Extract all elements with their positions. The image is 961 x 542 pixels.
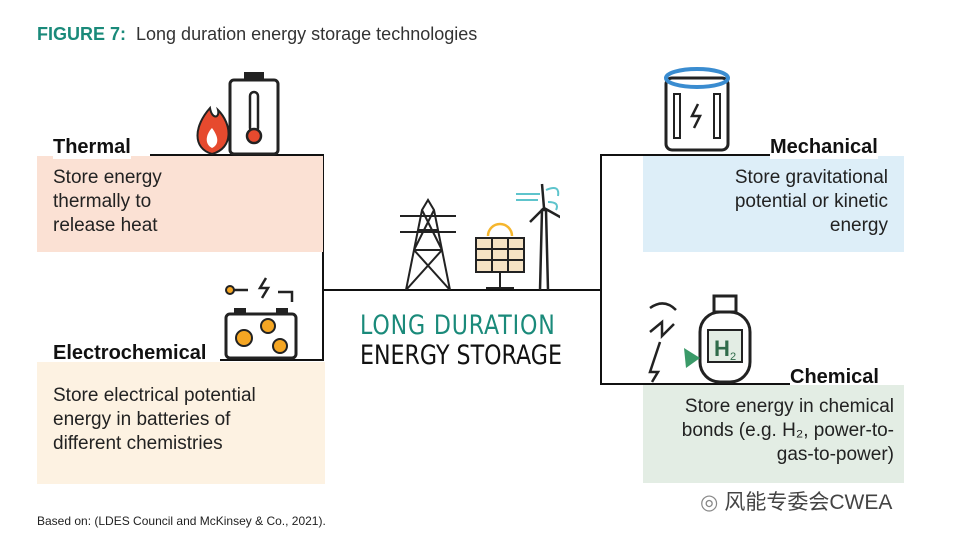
mechanical-desc: Store gravitational potential or kinetic… — [734, 167, 888, 236]
thermal-battery-flame-icon — [196, 72, 280, 156]
figure-title-text: Long duration energy storage technologie… — [136, 24, 478, 44]
electrochemical-label: Electrochemical — [53, 342, 207, 364]
connector — [322, 154, 324, 361]
svg-text:H: H — [714, 336, 730, 361]
connector — [600, 383, 790, 385]
watermark-text: 风能专委会CWEA — [724, 491, 893, 514]
chemical-desc: Store energy in chemical bonds (e.g. H₂,… — [681, 396, 894, 465]
electrochemical-box: Store electrical potential energy in bat… — [37, 362, 325, 484]
center-title-line1: LONG DURATION — [360, 310, 556, 341]
thermal-desc: Store energy thermally to release heat — [53, 167, 162, 236]
wechat-icon: ◎ — [700, 491, 719, 514]
figure-label: FIGURE 7: — [37, 24, 127, 44]
source-note: Based on: (LDES Council and McKinsey & C… — [37, 514, 326, 528]
connector — [600, 154, 770, 156]
electrochemical-desc: Store electrical potential energy in bat… — [53, 385, 256, 454]
svg-text:2: 2 — [730, 351, 736, 363]
flywheel-cylinder-icon — [664, 67, 730, 152]
mechanical-box: Store gravitational potential or kinetic… — [643, 156, 904, 252]
figure-title: FIGURE 7: Long duration energy storage te… — [37, 24, 477, 45]
center-title-line2: ENERGY STORAGE — [360, 340, 562, 371]
chemical-box: Store energy in chemical bonds (e.g. H₂,… — [643, 385, 904, 483]
thermal-box: Store energy thermally to release heat — [37, 156, 323, 252]
mechanical-label: Mechanical — [770, 136, 878, 159]
chemical-label: Chemical — [790, 366, 879, 388]
battery-chemistry-icon — [224, 277, 298, 360]
connector — [220, 359, 324, 361]
watermark: ◎风能专委会CWEA — [700, 486, 892, 516]
thermal-label: Thermal — [53, 136, 131, 159]
connector — [322, 289, 602, 291]
connector — [600, 154, 602, 385]
grid-solar-wind-icon — [400, 183, 560, 290]
